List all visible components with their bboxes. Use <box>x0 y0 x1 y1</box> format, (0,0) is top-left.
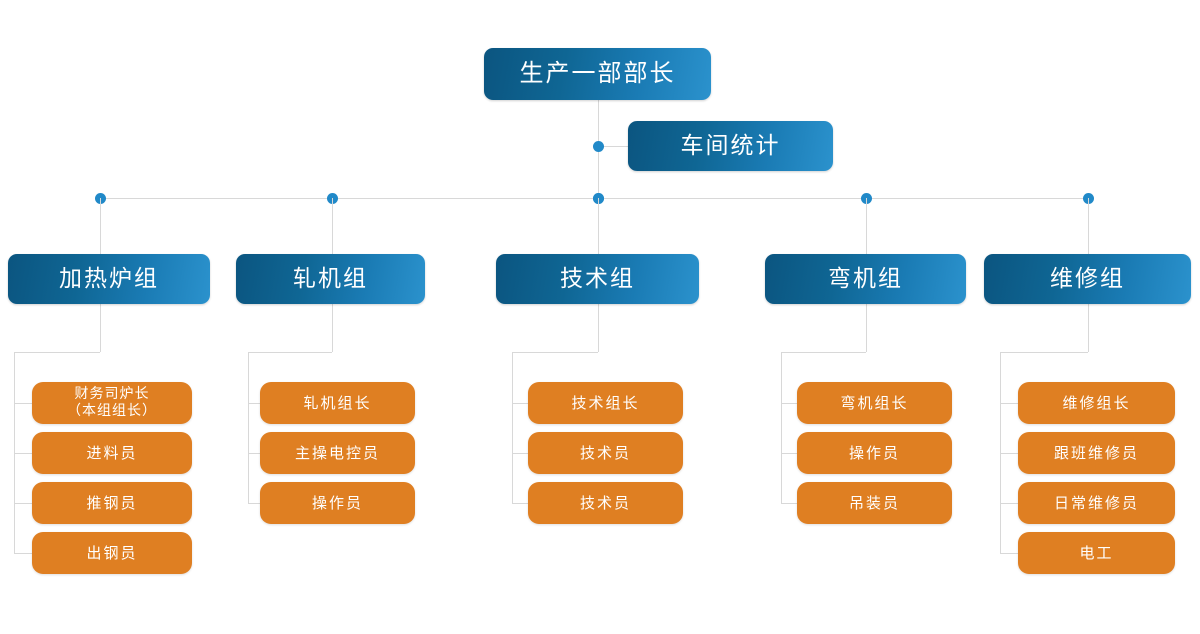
group-elbow-line-2 <box>248 352 332 353</box>
group-stem-line-2 <box>332 304 333 352</box>
member-node-5-3[interactable]: 日常维修员 <box>1018 482 1175 524</box>
group-drop-line-4 <box>866 198 867 254</box>
member-branch-line-3-3 <box>512 503 528 504</box>
staff-branch-dot <box>592 140 604 152</box>
member-branch-line-4-1 <box>781 403 797 404</box>
member-branch-line-3-1 <box>512 403 528 404</box>
member-node-4-1[interactable]: 弯机组长 <box>797 382 952 424</box>
member-branch-line-4-2 <box>781 453 797 454</box>
member-node-3-1[interactable]: 技术组长 <box>528 382 683 424</box>
staff-node-workshop-statistics[interactable]: 车间统计 <box>628 121 833 171</box>
group-drop-line-2 <box>332 198 333 254</box>
member-node-3-2[interactable]: 技术员 <box>528 432 683 474</box>
member-node-5-4[interactable]: 电工 <box>1018 532 1175 574</box>
group-node-5[interactable]: 维修组 <box>984 254 1191 304</box>
group-elbow-line-3 <box>512 352 598 353</box>
group-stem-line-3 <box>598 304 599 352</box>
member-branch-line-2-2 <box>248 453 260 454</box>
member-node-4-2[interactable]: 操作员 <box>797 432 952 474</box>
member-branch-line-4-3 <box>781 503 797 504</box>
member-node-1-2[interactable]: 进料员 <box>32 432 192 474</box>
member-branch-line-1-1 <box>14 403 32 404</box>
group-node-4[interactable]: 弯机组 <box>765 254 966 304</box>
member-branch-line-5-3 <box>1000 503 1018 504</box>
member-node-1-3[interactable]: 推钢员 <box>32 482 192 524</box>
group-stem-line-4 <box>866 304 867 352</box>
member-spine-line-1 <box>14 352 15 553</box>
group-elbow-line-1 <box>14 352 100 353</box>
group-node-1[interactable]: 加热炉组 <box>8 254 210 304</box>
member-branch-line-2-3 <box>248 503 260 504</box>
group-drop-line-1 <box>100 198 101 254</box>
member-node-3-3[interactable]: 技术员 <box>528 482 683 524</box>
member-branch-line-5-4 <box>1000 553 1018 554</box>
member-node-2-2[interactable]: 主操电控员 <box>260 432 415 474</box>
member-branch-line-2-1 <box>248 403 260 404</box>
group-drop-line-5 <box>1088 198 1089 254</box>
group-node-2[interactable]: 轧机组 <box>236 254 425 304</box>
staff-branch-line <box>598 146 628 147</box>
group-stem-line-5 <box>1088 304 1089 352</box>
member-spine-line-2 <box>248 352 249 503</box>
member-node-2-3[interactable]: 操作员 <box>260 482 415 524</box>
root-node-production-director[interactable]: 生产一部部长 <box>484 48 711 100</box>
member-branch-line-5-2 <box>1000 453 1018 454</box>
member-spine-line-3 <box>512 352 513 503</box>
member-branch-line-3-2 <box>512 453 528 454</box>
group-node-3[interactable]: 技术组 <box>496 254 699 304</box>
member-spine-line-5 <box>1000 352 1001 553</box>
member-node-5-2[interactable]: 跟班维修员 <box>1018 432 1175 474</box>
member-node-2-1[interactable]: 轧机组长 <box>260 382 415 424</box>
group-elbow-line-4 <box>781 352 866 353</box>
member-node-5-1[interactable]: 维修组长 <box>1018 382 1175 424</box>
group-drop-line-3 <box>598 198 599 254</box>
member-branch-line-5-1 <box>1000 403 1018 404</box>
member-branch-line-1-2 <box>14 453 32 454</box>
member-node-4-3[interactable]: 吊装员 <box>797 482 952 524</box>
member-node-1-4[interactable]: 出钢员 <box>32 532 192 574</box>
member-branch-line-1-4 <box>14 553 32 554</box>
member-spine-line-4 <box>781 352 782 503</box>
member-node-1-1[interactable]: 财务司炉长 （本组组长） <box>32 382 192 424</box>
group-elbow-line-5 <box>1000 352 1088 353</box>
group-stem-line-1 <box>100 304 101 352</box>
member-branch-line-1-3 <box>14 503 32 504</box>
